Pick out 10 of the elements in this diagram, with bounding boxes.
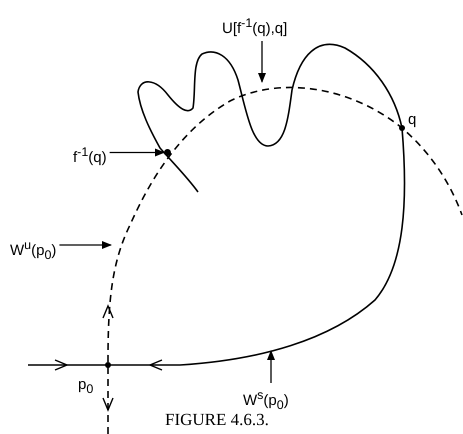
curve-label: f$^{-1}$(q) [73, 143, 107, 167]
leader-line [267, 350, 275, 383]
leader-line [59, 241, 112, 249]
curve-label: W$^{u}$(p$_{0}$) [10, 236, 56, 264]
curve-label: U[f$^{-1}$(q),q] [222, 14, 288, 38]
point-label: p$_{0}$ [78, 376, 94, 398]
point-label: q [408, 111, 416, 129]
leader-line [110, 148, 165, 156]
leader-line [258, 41, 266, 83]
intersection-point [164, 149, 171, 156]
